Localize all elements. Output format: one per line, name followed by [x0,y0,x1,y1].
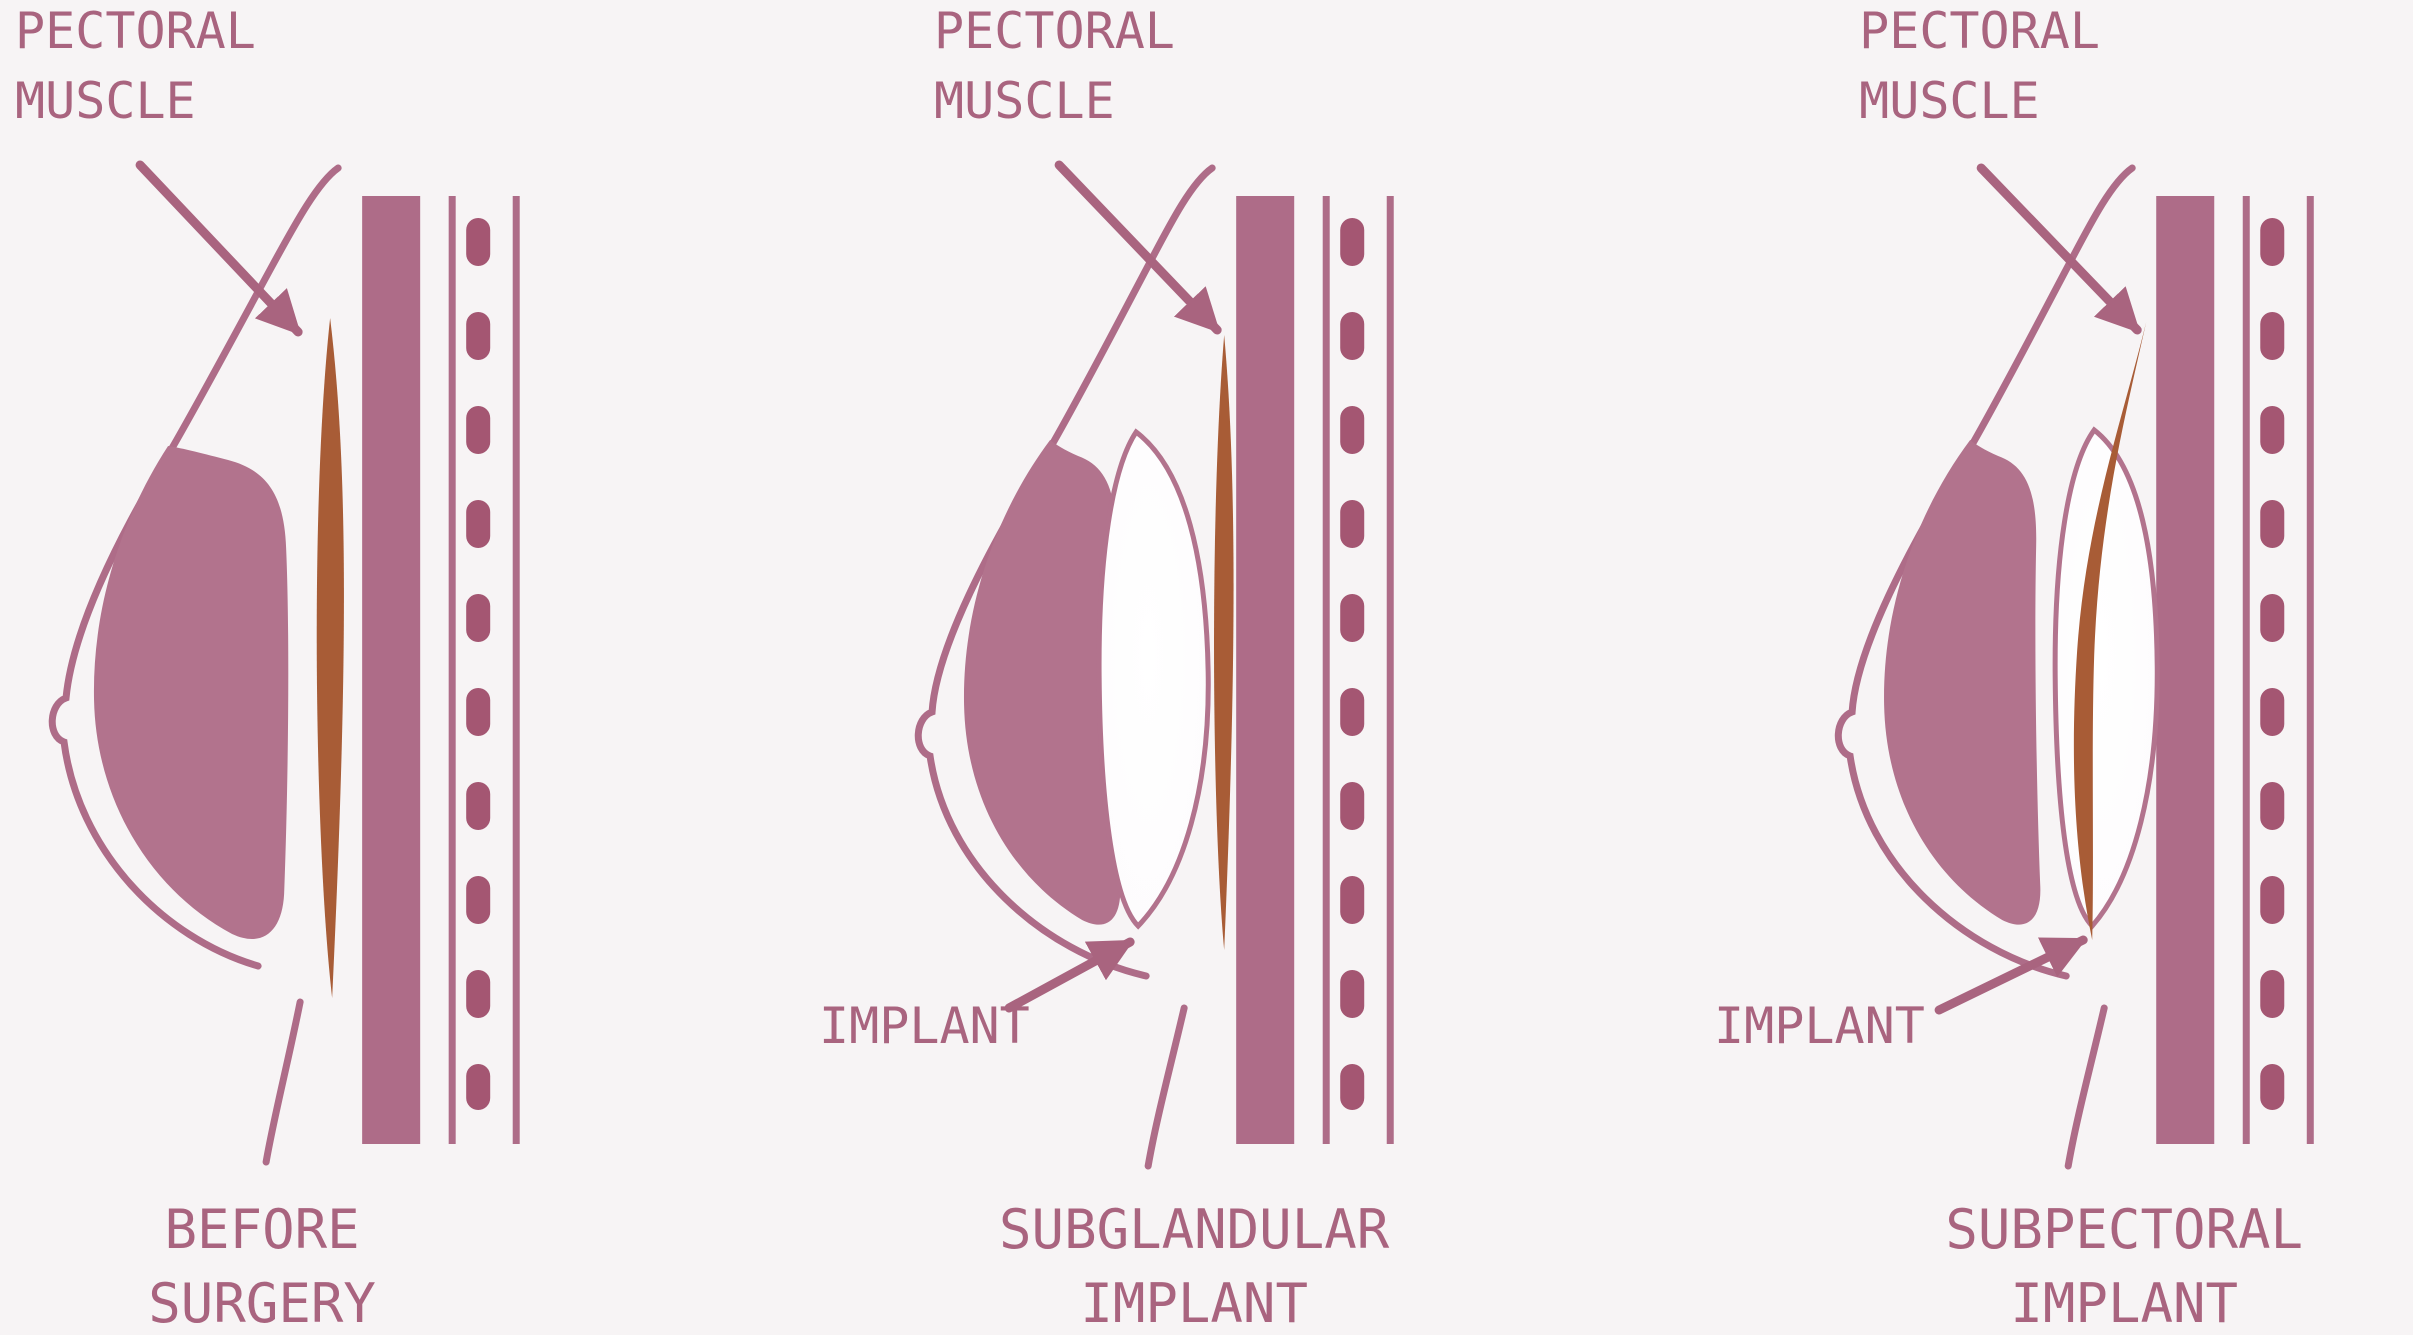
pectoral-muscle-label-line1: PECTORAL [1859,2,2100,60]
implant-shape [1096,428,1212,930]
breast-tissue [1883,440,2041,925]
panel-subglandular-implant: PECTORAL MUSCLE IMPLANT SUBGLANDULAR IMP… [804,0,1608,1335]
panel-caption-line1: SUBPECTORAL [1945,1198,2303,1261]
torso-group [915,164,1395,1170]
breast-tissue [93,446,289,940]
pectoral-muscle-shape [316,318,344,998]
chest-wall [362,196,421,1144]
implant-arrow [1004,937,1135,1013]
illustration-subglandular-implant: PECTORAL MUSCLE IMPLANT SUBGLANDULAR IMP… [819,2,1395,1335]
panel-caption-line1: BEFORE [165,1198,360,1261]
illustration-before-surgery: PECTORAL MUSCLE BEFORE SURGERY [15,2,520,1335]
chest-wall [2155,196,2214,1144]
abdomen-line [262,998,304,1166]
panel-caption-line2: SURGERY [148,1272,376,1335]
pectoral-muscle-label-line2: MUSCLE [934,72,1115,130]
torso-group [48,164,520,1166]
implant-arrow [1934,935,2088,1015]
implant-label: IMPLANT [1714,997,1925,1055]
pectoral-muscle-shape [1214,335,1234,950]
pectoral-muscle-label-line2: MUSCLE [1859,72,2040,130]
panel-subpectoral-implant: PECTORAL MUSCLE IMPLANT SUBPECTORAL IMPL… [1609,0,2413,1335]
panel-caption-line2: IMPLANT [1081,1272,1309,1335]
pectoral-muscle-arrow [135,160,303,337]
pectoral-muscle-arrow [1976,163,2142,335]
implant-label: IMPLANT [819,997,1030,1055]
breast-tissue [964,440,1121,925]
chest-wall [1236,196,1295,1144]
pectoral-muscle-shape [2073,322,2146,940]
panel-before-surgery: PECTORAL MUSCLE BEFORE SURGERY [0,0,804,1335]
pectoral-muscle-label-line1: PECTORAL [934,2,1175,60]
body-outline [48,164,342,970]
abdomen-line [1144,1004,1188,1170]
panel-caption-line2: IMPLANT [2010,1272,2238,1335]
pectoral-muscle-label-line1: PECTORAL [15,2,256,60]
pectoral-muscle-label-line2: MUSCLE [15,72,196,130]
pectoral-muscle-arrow [1054,160,1222,335]
panel-caption-line1: SUBGLANDULAR [999,1198,1390,1261]
illustration-subpectoral-implant: PECTORAL MUSCLE IMPLANT SUBPECTORAL IMPL… [1714,2,2314,1335]
abdomen-line [2064,1004,2108,1170]
